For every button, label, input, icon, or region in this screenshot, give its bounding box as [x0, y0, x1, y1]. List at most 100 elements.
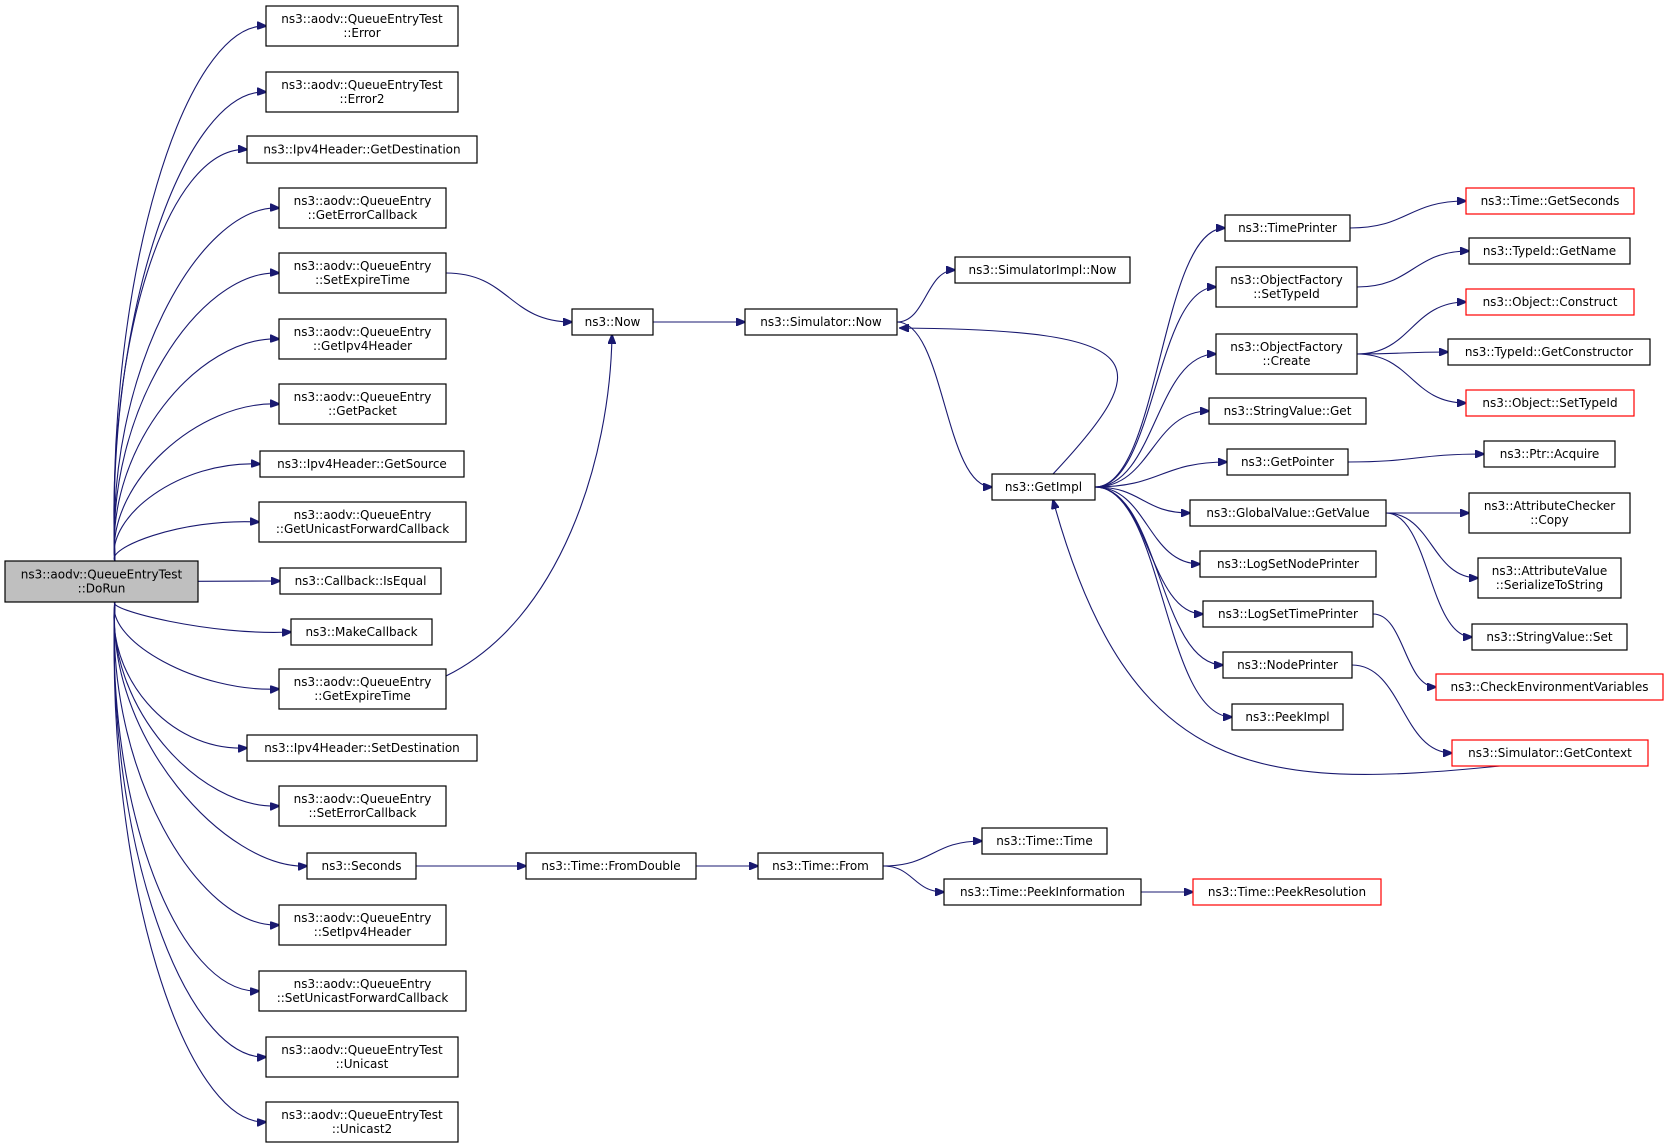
node-box-object_settypeid[interactable] [1465, 389, 1635, 417]
node-qe_getucfw[interactable]: ns3::aodv::QueueEntry::GetUnicastForward… [258, 501, 467, 543]
node-box-sv_get[interactable] [1208, 397, 1367, 425]
node-box-gv_getvalue[interactable] [1189, 499, 1387, 527]
node-box-simimpl_now[interactable] [954, 256, 1131, 284]
node-logsettimeprinter[interactable]: ns3::LogSetTimePrinter [1202, 600, 1374, 628]
node-av_serialize[interactable]: ns3::AttributeValue::SerializeToString [1477, 557, 1622, 599]
node-box-timeprinter[interactable] [1224, 214, 1351, 242]
node-ac_copy[interactable]: ns3::AttributeChecker::Copy [1468, 492, 1631, 534]
node-box-time_peekinfo[interactable] [943, 878, 1142, 906]
node-qe_geterrcb[interactable]: ns3::aodv::QueueEntry::GetErrorCallback [278, 187, 447, 229]
node-box-time_getseconds[interactable] [1465, 187, 1635, 215]
node-box-qe_getipv4[interactable] [278, 318, 447, 360]
node-object_construct[interactable]: ns3::Object::Construct [1465, 288, 1635, 316]
node-qe_setucfw[interactable]: ns3::aodv::QueueEntry::SetUnicastForward… [258, 970, 467, 1012]
node-box-qet_unicast2[interactable] [265, 1101, 459, 1143]
node-box-now[interactable] [571, 308, 654, 336]
node-ptr_acquire[interactable]: ns3::Ptr::Acquire [1483, 440, 1616, 468]
node-typeid_getname[interactable]: ns3::TypeId::GetName [1468, 237, 1631, 265]
node-simimpl_now[interactable]: ns3::SimulatorImpl::Now [954, 256, 1131, 284]
node-root[interactable]: ns3::aodv::QueueEntryTest::DoRun [4, 560, 199, 603]
node-time_from[interactable]: ns3::Time::From [757, 852, 884, 880]
node-box-getpointer[interactable] [1226, 448, 1349, 476]
node-getpointer[interactable]: ns3::GetPointer [1226, 448, 1349, 476]
node-box-seconds[interactable] [306, 852, 417, 880]
node-time_peekinfo[interactable]: ns3::Time::PeekInformation [943, 878, 1142, 906]
node-box-of_create[interactable] [1215, 333, 1358, 375]
node-timeprinter[interactable]: ns3::TimePrinter [1224, 214, 1351, 242]
node-box-qe_setexpire[interactable] [278, 252, 447, 294]
node-box-qe_geterrcb[interactable] [278, 187, 447, 229]
node-box-sim_getcontext[interactable] [1451, 739, 1649, 767]
node-box-qe_getexpire[interactable] [278, 668, 447, 710]
node-box-ipv4_getdest[interactable] [246, 135, 478, 164]
node-box-qe_setucfw[interactable] [258, 970, 467, 1012]
node-box-of_settypeid[interactable] [1215, 266, 1358, 308]
node-peekimpl[interactable]: ns3::PeekImpl [1231, 703, 1344, 731]
node-box-qet_error2[interactable] [265, 71, 459, 113]
node-box-typeid_getctor[interactable] [1447, 338, 1651, 366]
node-logsetnodeprinter[interactable]: ns3::LogSetNodePrinter [1199, 550, 1377, 578]
node-box-ipv4_getsrc[interactable] [259, 450, 465, 478]
node-time_fromdouble[interactable]: ns3::Time::FromDouble [525, 852, 697, 880]
node-box-ac_copy[interactable] [1468, 492, 1631, 534]
node-box-logsettimeprinter[interactable] [1202, 600, 1374, 628]
node-box-time_fromdouble[interactable] [525, 852, 697, 880]
node-time_getseconds[interactable]: ns3::Time::GetSeconds [1465, 187, 1635, 215]
node-qe_setipv4[interactable]: ns3::aodv::QueueEntry::SetIpv4Header [278, 904, 447, 946]
node-ipv4_getdest[interactable]: ns3::Ipv4Header::GetDestination [246, 135, 478, 164]
node-seconds[interactable]: ns3::Seconds [306, 852, 417, 880]
node-box-qe_getucfw[interactable] [258, 501, 467, 543]
node-box-qet_unicast[interactable] [265, 1036, 459, 1078]
node-box-peekimpl[interactable] [1231, 703, 1344, 731]
node-qet_unicast2[interactable]: ns3::aodv::QueueEntryTest::Unicast2 [265, 1101, 459, 1143]
node-box-object_construct[interactable] [1465, 288, 1635, 316]
node-box-sim_now[interactable] [744, 308, 898, 336]
node-sv_get[interactable]: ns3::StringValue::Get [1208, 397, 1367, 425]
node-qet_error2[interactable]: ns3::aodv::QueueEntryTest::Error2 [265, 71, 459, 113]
node-of_settypeid[interactable]: ns3::ObjectFactory::SetTypeId [1215, 266, 1358, 308]
node-gv_getvalue[interactable]: ns3::GlobalValue::GetValue [1189, 499, 1387, 527]
node-qe_setexpire[interactable]: ns3::aodv::QueueEntry::SetExpireTime [278, 252, 447, 294]
node-time_peekres[interactable]: ns3::Time::PeekResolution [1192, 878, 1382, 906]
node-box-qe_setipv4[interactable] [278, 904, 447, 946]
node-of_create[interactable]: ns3::ObjectFactory::Create [1215, 333, 1358, 375]
node-ipv4_setdest[interactable]: ns3::Ipv4Header::SetDestination [246, 734, 478, 762]
node-box-ptr_acquire[interactable] [1483, 440, 1616, 468]
node-box-typeid_getname[interactable] [1468, 237, 1631, 265]
node-qet_unicast[interactable]: ns3::aodv::QueueEntryTest::Unicast [265, 1036, 459, 1078]
node-object_settypeid[interactable]: ns3::Object::SetTypeId [1465, 389, 1635, 417]
node-box-ipv4_setdest[interactable] [246, 734, 478, 762]
node-box-root[interactable] [4, 560, 199, 603]
node-box-checkenv[interactable] [1435, 673, 1664, 701]
node-makecallback[interactable]: ns3::MakeCallback [290, 618, 433, 646]
node-qe_getipv4[interactable]: ns3::aodv::QueueEntry::GetIpv4Header [278, 318, 447, 360]
node-time_time[interactable]: ns3::Time::Time [981, 827, 1108, 855]
node-qe_seterrcb[interactable]: ns3::aodv::QueueEntry::SetErrorCallback [278, 785, 447, 827]
node-ipv4_getsrc[interactable]: ns3::Ipv4Header::GetSource [259, 450, 465, 478]
node-box-qe_seterrcb[interactable] [278, 785, 447, 827]
node-box-nodeprinter[interactable] [1222, 651, 1353, 679]
node-box-cb_isequal[interactable] [279, 567, 442, 595]
node-qe_getexpire[interactable]: ns3::aodv::QueueEntry::GetExpireTime [278, 668, 447, 710]
node-sim_getcontext[interactable]: ns3::Simulator::GetContext [1451, 739, 1649, 767]
node-box-sv_set[interactable] [1471, 623, 1628, 651]
node-sim_now[interactable]: ns3::Simulator::Now [744, 308, 898, 336]
node-box-av_serialize[interactable] [1477, 557, 1622, 599]
node-typeid_getctor[interactable]: ns3::TypeId::GetConstructor [1447, 338, 1651, 366]
node-box-qet_error[interactable] [265, 5, 459, 47]
node-checkenv[interactable]: ns3::CheckEnvironmentVariables [1435, 673, 1664, 701]
node-box-makecallback[interactable] [290, 618, 433, 646]
node-cb_isequal[interactable]: ns3::Callback::IsEqual [279, 567, 442, 595]
node-qet_error[interactable]: ns3::aodv::QueueEntryTest::Error [265, 5, 459, 47]
node-box-getimpl[interactable] [991, 473, 1096, 501]
node-box-time_from[interactable] [757, 852, 884, 880]
node-box-time_time[interactable] [981, 827, 1108, 855]
node-now[interactable]: ns3::Now [571, 308, 654, 336]
node-box-qe_getpacket[interactable] [278, 383, 447, 425]
node-sv_set[interactable]: ns3::StringValue::Set [1471, 623, 1628, 651]
node-box-time_peekres[interactable] [1192, 878, 1382, 906]
node-box-logsetnodeprinter[interactable] [1199, 550, 1377, 578]
node-qe_getpacket[interactable]: ns3::aodv::QueueEntry::GetPacket [278, 383, 447, 425]
node-getimpl[interactable]: ns3::GetImpl [991, 473, 1096, 501]
node-nodeprinter[interactable]: ns3::NodePrinter [1222, 651, 1353, 679]
